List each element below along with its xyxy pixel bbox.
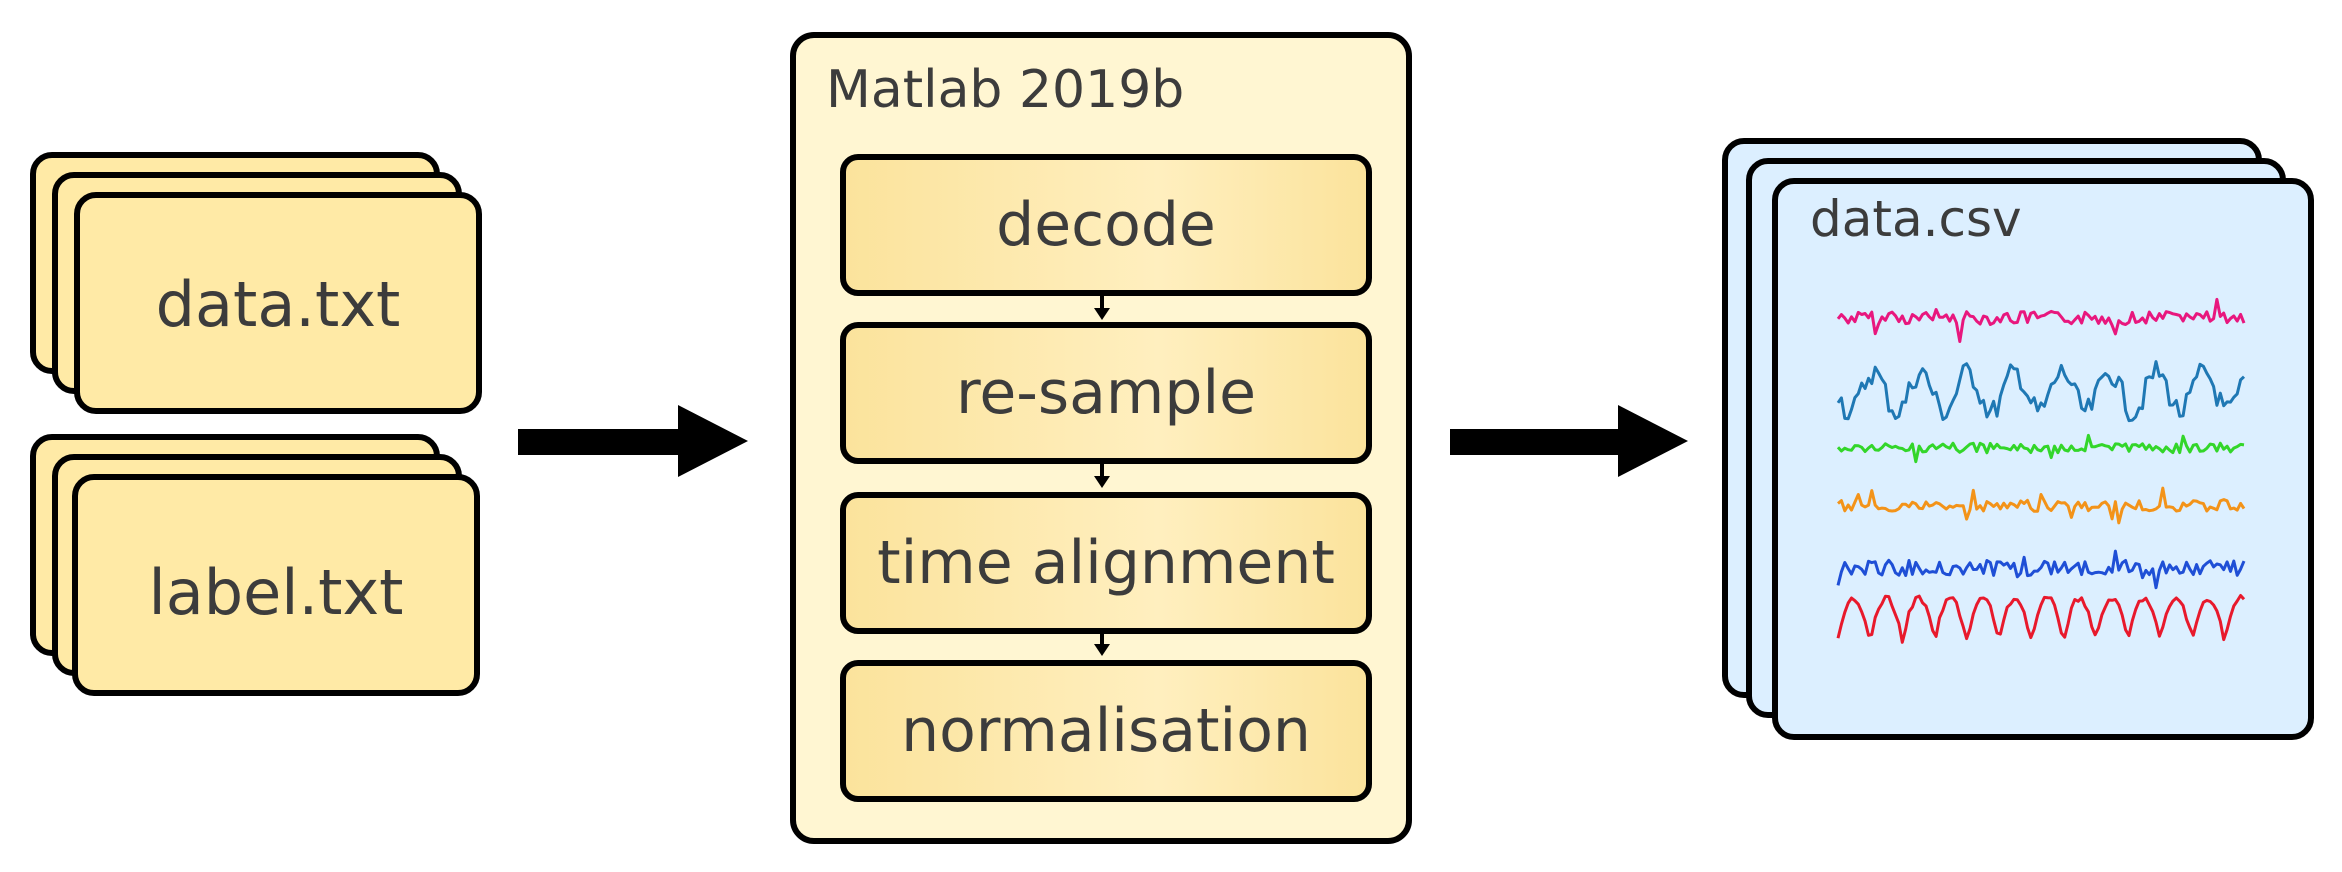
data-file-label: data.txt: [155, 268, 401, 341]
csv-file-label: data.csv: [1810, 190, 2022, 248]
arrow-inputs-to-matlab: [518, 405, 748, 477]
step-normalisation: normalisation: [840, 660, 1372, 802]
data-file-card: data.txt: [74, 192, 482, 414]
signal-trace-4: [1837, 486, 2246, 525]
step-decode: decode: [840, 154, 1372, 296]
arrow-matlab-to-output: [1450, 405, 1688, 477]
csv-card: [1772, 178, 2314, 740]
signal-traces: [1836, 297, 2246, 644]
matlab-panel-title: Matlab 2019b: [826, 60, 1185, 120]
step-time-alignment: time alignment: [840, 492, 1372, 634]
step-connector-2: [1094, 464, 1110, 488]
signal-trace-6: [1836, 594, 2246, 644]
step-connector-3: [1094, 634, 1110, 656]
step-resample: re-sample: [840, 322, 1372, 464]
signal-trace-5: [1836, 549, 2246, 590]
step-connector-1: [1094, 296, 1110, 320]
label-file-label: label.txt: [148, 556, 404, 629]
signal-trace-3: [1836, 433, 2245, 464]
label-file-card: label.txt: [72, 474, 480, 696]
signal-trace-2: [1836, 360, 2246, 423]
matlab-panel: Matlab 2019b decode re-sample time align…: [790, 32, 1412, 844]
signal-trace-1: [1836, 297, 2246, 343]
